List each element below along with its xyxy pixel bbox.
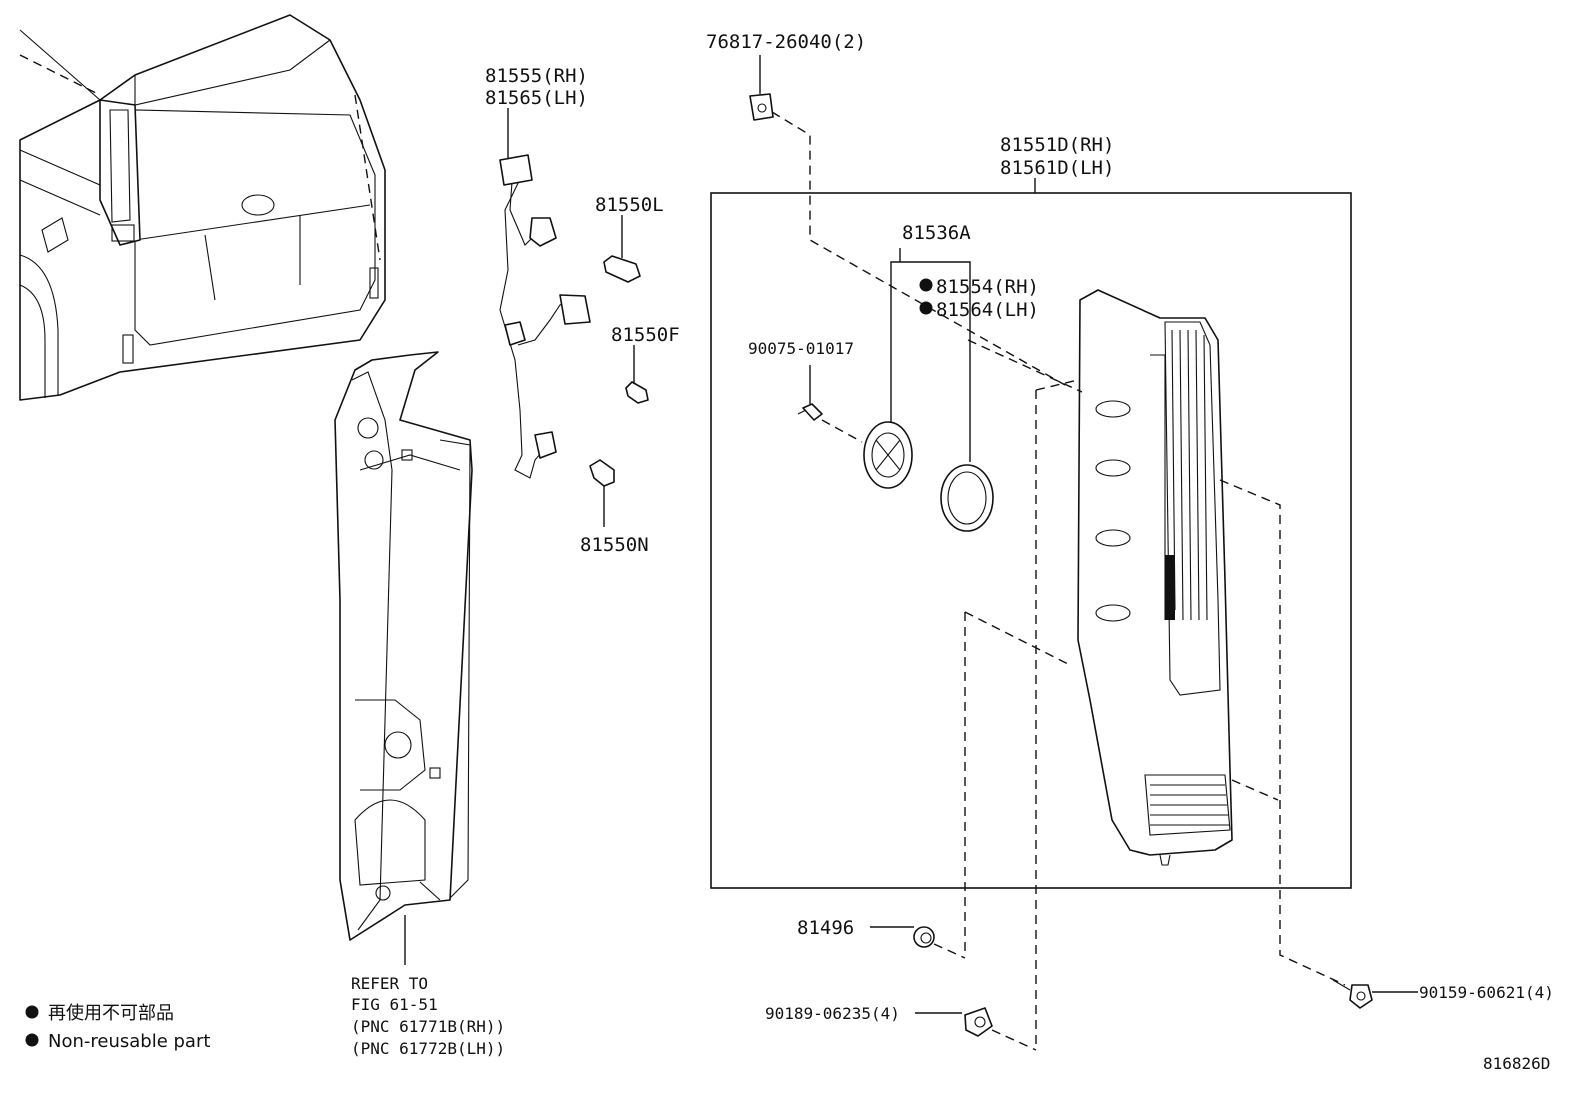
- lamp-assembly-frame: [710, 192, 1352, 889]
- label-81550F: 81550F: [611, 324, 680, 346]
- label-81550L: 81550L: [595, 194, 664, 216]
- label-76817: 76817-26040(2): [706, 31, 866, 53]
- label-81536A: 81536A: [902, 222, 971, 244]
- gasket-81554: [940, 464, 994, 532]
- label-81554: 81554(RH): [936, 276, 1039, 298]
- bulb-81550N: [589, 459, 615, 527]
- dash-81496-link: [964, 611, 1071, 666]
- dash-gasket: [967, 339, 1083, 393]
- wiring-harness: [499, 154, 591, 479]
- label-81496: 81496: [797, 917, 854, 939]
- clip-81496: [870, 926, 966, 959]
- dash-right: [1219, 479, 1346, 986]
- label-81551D: 81551D(RH): [1000, 134, 1114, 156]
- label-90075: 90075-01017: [748, 339, 854, 358]
- legend-en: Non-reusable part: [48, 1031, 210, 1052]
- label-81550N: 81550N: [580, 534, 649, 556]
- legend-ja: 再使用不可部品: [48, 1003, 174, 1024]
- tail-lamp-lens: [1077, 289, 1233, 866]
- bulb-81550F: [625, 345, 649, 404]
- quarter-pillar-panel: [334, 351, 473, 941]
- screw-90075: [797, 365, 863, 443]
- refer-line-4: (PNC 61772B(LH)): [351, 1039, 505, 1058]
- refer-line-2: FIG 61-51: [351, 995, 438, 1014]
- clip-76817: [749, 55, 1066, 386]
- nut-90189: [915, 1007, 1037, 1051]
- refer-line-1: REFER TO: [351, 974, 428, 993]
- non-reusable-dot-81564: [919, 301, 933, 315]
- label-81561D: 81561D(LH): [1000, 157, 1114, 179]
- socket-81536A: [863, 421, 913, 489]
- bulb-81550L: [603, 215, 641, 283]
- label-81565: 81565(LH): [485, 87, 588, 109]
- label-90189: 90189-06235(4): [765, 1004, 900, 1023]
- diagram-id: 816826D: [1483, 1054, 1550, 1073]
- non-reusable-dot-81554: [919, 278, 933, 292]
- label-81564: 81564(LH): [936, 299, 1039, 321]
- socket-bracket: [890, 248, 971, 462]
- dash-top-link: [1035, 379, 1079, 391]
- refer-line-3: (PNC 61771B(RH)): [351, 1017, 505, 1036]
- label-90159: 90159-60621(4): [1419, 983, 1554, 1002]
- dash-right-low: [1231, 779, 1279, 801]
- screw-90159: [1332, 979, 1418, 1009]
- legend-dot-en: [25, 1033, 39, 1047]
- vehicle-rear-illustration: [19, 14, 386, 401]
- label-81555: 81555(RH): [485, 65, 588, 87]
- legend-dot-ja: [25, 1005, 39, 1019]
